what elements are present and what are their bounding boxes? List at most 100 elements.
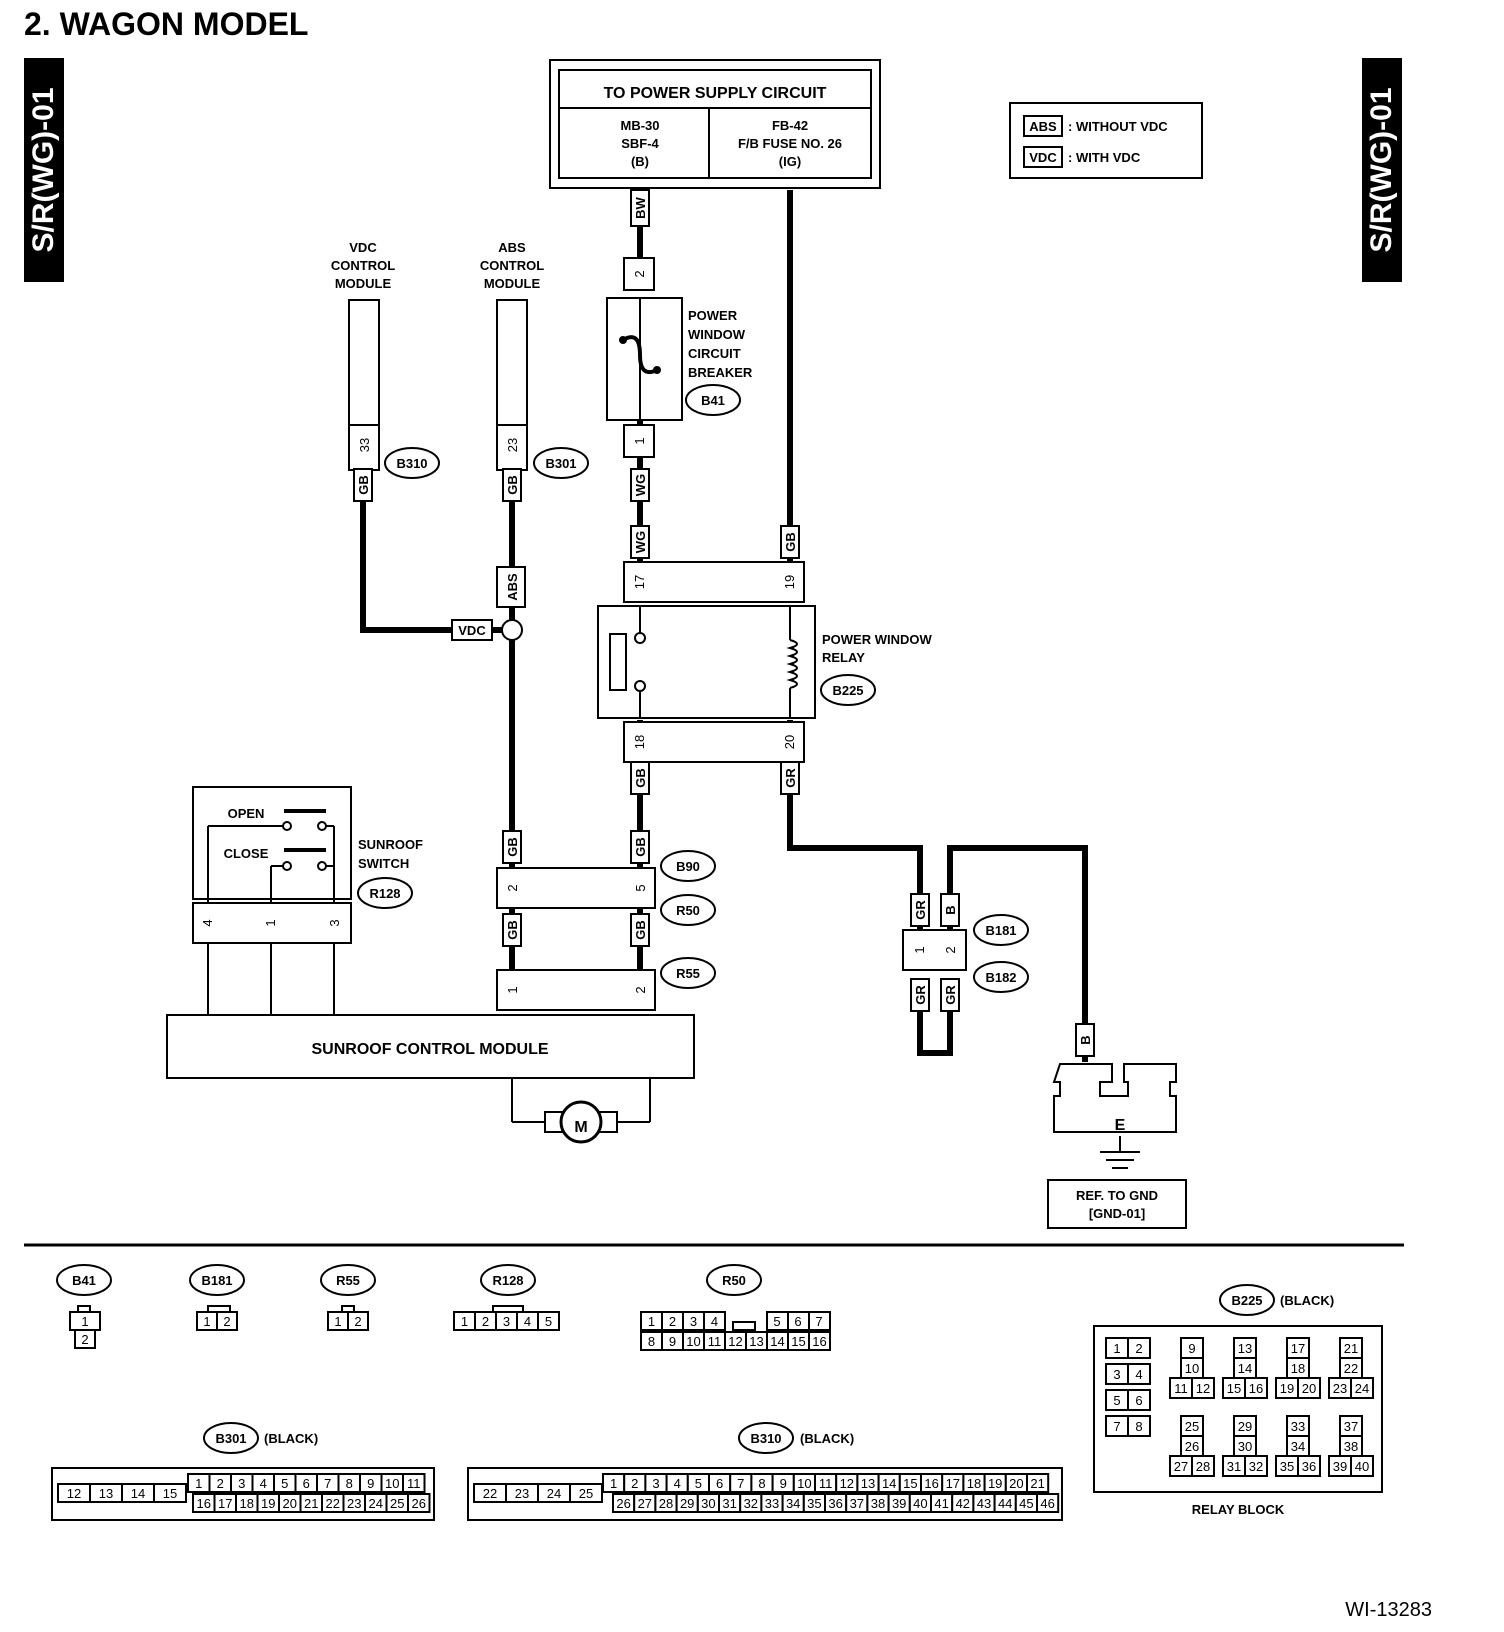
wire-b-ground bbox=[947, 845, 1088, 1062]
wire-label-vdc-gb-box bbox=[353, 468, 373, 502]
face-b310-bot-pin-9: 35 bbox=[807, 1496, 821, 1511]
ground-ref-box bbox=[1047, 1179, 1187, 1229]
face-b310-top-pin-16: 17 bbox=[946, 1476, 960, 1491]
face-r50-bot-cell-8 bbox=[808, 1331, 831, 1351]
wire-label-wg-upper: WG bbox=[633, 474, 648, 496]
face-b301-top-pin-6: 7 bbox=[324, 1476, 331, 1491]
abs-module-label-0: ABS bbox=[498, 240, 526, 255]
connector-id-b301-oval bbox=[533, 447, 589, 479]
relay-bot-group-0-pin-2: 27 bbox=[1174, 1459, 1188, 1474]
relay-pair-pin-0-1: 2 bbox=[1135, 1341, 1142, 1356]
face-b310-top-pin-17: 18 bbox=[967, 1476, 981, 1491]
face-b301-top-cell-10 bbox=[402, 1473, 426, 1493]
switch-contact-c1 bbox=[282, 861, 292, 871]
page-title: 2. WAGON MODEL bbox=[24, 6, 309, 42]
face-r50-bot-pin-7: 15 bbox=[791, 1334, 805, 1349]
face-b301-top-pin-2: 3 bbox=[238, 1476, 245, 1491]
relay-top-group-2-pin-2: 19 bbox=[1280, 1381, 1294, 1396]
pin-sw-4: 4 bbox=[200, 919, 215, 926]
face-r50-lock bbox=[732, 1321, 756, 1331]
connector-id-b182: B182 bbox=[985, 970, 1016, 985]
face-r50-bot-pin-5: 13 bbox=[749, 1334, 763, 1349]
relay-bot-group-1-pin-2: 31 bbox=[1227, 1459, 1241, 1474]
power-supply-outer bbox=[549, 59, 881, 189]
wire-label-b90-left-box bbox=[502, 830, 522, 864]
power-supply-right-1: F/B FUSE NO. 26 bbox=[738, 136, 842, 151]
relay-bot-group-2-d bbox=[1297, 1455, 1321, 1477]
face-r55-pin-0: 1 bbox=[334, 1314, 341, 1329]
relay-top-group-0-pin-2: 11 bbox=[1174, 1381, 1188, 1396]
ground-ref-line1: REF. TO GND bbox=[1076, 1188, 1158, 1203]
face-b41-bottom bbox=[74, 1329, 96, 1349]
face-b310-top-pin-5: 6 bbox=[716, 1476, 723, 1491]
wire-label-relay-gr-box bbox=[780, 761, 800, 795]
face-b310-top-pin-0: 1 bbox=[610, 1476, 617, 1491]
relay-bot-group-3-pin-1: 38 bbox=[1344, 1439, 1358, 1454]
face-r50-bot-pin-2: 10 bbox=[686, 1334, 700, 1349]
face-b310-top-pin-2: 3 bbox=[652, 1476, 659, 1491]
face-b310-bot-pin-15: 41 bbox=[934, 1496, 948, 1511]
face-r50-bot-pin-1: 9 bbox=[669, 1334, 676, 1349]
wire-label-b182-gr-right-box bbox=[940, 978, 960, 1012]
pin-b90-5: 5 bbox=[633, 884, 648, 891]
face-b310-bot-pin-12: 38 bbox=[871, 1496, 885, 1511]
breaker-contact-2 bbox=[653, 366, 661, 374]
face-b310-top-pin-11: 12 bbox=[840, 1476, 854, 1491]
face-b301-top-pin-3: 4 bbox=[260, 1476, 267, 1491]
face-b310-top-cell-20 bbox=[1026, 1473, 1050, 1493]
face-b301-top-pin-10: 11 bbox=[407, 1476, 421, 1491]
pin-relay-20: 20 bbox=[782, 735, 797, 749]
b41-plug-bottom bbox=[623, 424, 655, 458]
face-r55-pin-1: 2 bbox=[354, 1314, 361, 1329]
legend-box bbox=[1009, 102, 1203, 179]
face-b310-top-pin-14: 15 bbox=[903, 1476, 917, 1491]
face-b310-top-pin-20: 21 bbox=[1030, 1476, 1044, 1491]
r55-connector bbox=[496, 969, 656, 1011]
power-supply-right-2: (IG) bbox=[779, 154, 801, 169]
face-b301-bot-pin-7: 23 bbox=[347, 1496, 361, 1511]
connector-id-b310: B310 bbox=[396, 456, 427, 471]
relay-pair-0-1 bbox=[1127, 1337, 1151, 1359]
power-supply-left-2: (B) bbox=[631, 154, 649, 169]
connector-id-r128-oval bbox=[357, 877, 413, 909]
relay-body bbox=[597, 605, 816, 719]
legend-vdc-text: : WITH VDC bbox=[1068, 150, 1141, 165]
relay-bot-group-0-pin-0: 25 bbox=[1185, 1419, 1199, 1434]
relay-pair-3-1 bbox=[1127, 1415, 1151, 1437]
power-supply-left-0: MB-30 bbox=[620, 118, 659, 133]
wire-vdc-gb bbox=[360, 470, 512, 633]
abs-module-label-2: MODULE bbox=[484, 276, 541, 291]
face-id-b310-oval bbox=[738, 1422, 794, 1454]
relay-bot-group-3-d bbox=[1350, 1455, 1374, 1477]
face-b310-bot-pin-8: 34 bbox=[786, 1496, 800, 1511]
face-b310-bot-pin-4: 30 bbox=[701, 1496, 715, 1511]
wire-label-bw: BW bbox=[633, 196, 648, 218]
wire-label-abs-gb: GB bbox=[505, 475, 520, 495]
relay-bot-group-3-pin-0: 37 bbox=[1344, 1419, 1358, 1434]
face-b301-left-pin-0: 12 bbox=[67, 1486, 81, 1501]
relay-top-group-3-pin-1: 22 bbox=[1344, 1361, 1358, 1376]
wire-label-relay-gb-box bbox=[630, 761, 650, 795]
wire-label-abs-gb-box bbox=[502, 468, 522, 502]
connector-id-b301: B301 bbox=[545, 456, 576, 471]
face-b301-left-pin-3: 15 bbox=[163, 1486, 177, 1501]
relay-contact-bottom bbox=[634, 680, 646, 692]
relay-top-group-2-pin-1: 18 bbox=[1291, 1361, 1305, 1376]
face-b310-bot-pin-5: 31 bbox=[722, 1496, 736, 1511]
wire-label-relay-gb: GB bbox=[633, 768, 648, 788]
connector-id-r55-oval bbox=[660, 957, 716, 989]
face-r50-top-a-pin-0: 1 bbox=[648, 1314, 655, 1329]
face-b310-bot-pin-1: 27 bbox=[638, 1496, 652, 1511]
face-b310-bot-pin-3: 29 bbox=[680, 1496, 694, 1511]
face-b310-left-pin-2: 24 bbox=[547, 1486, 561, 1501]
vdc-module-label-2: MODULE bbox=[335, 276, 392, 291]
ground-terminal bbox=[1052, 1063, 1177, 1133]
side-tag-left: S/R(WG)-01 bbox=[24, 58, 64, 282]
breaker-label-2: CIRCUIT bbox=[688, 346, 741, 361]
wire-label-bw-box bbox=[630, 189, 650, 227]
face-b310-bot-pin-19: 45 bbox=[1019, 1496, 1033, 1511]
face-b310-left-pin-3: 25 bbox=[579, 1486, 593, 1501]
relay-pair-pin-1-1: 4 bbox=[1135, 1367, 1142, 1382]
ground-e-label: E bbox=[1115, 1117, 1126, 1134]
face-b310-top-pin-9: 10 bbox=[797, 1476, 811, 1491]
